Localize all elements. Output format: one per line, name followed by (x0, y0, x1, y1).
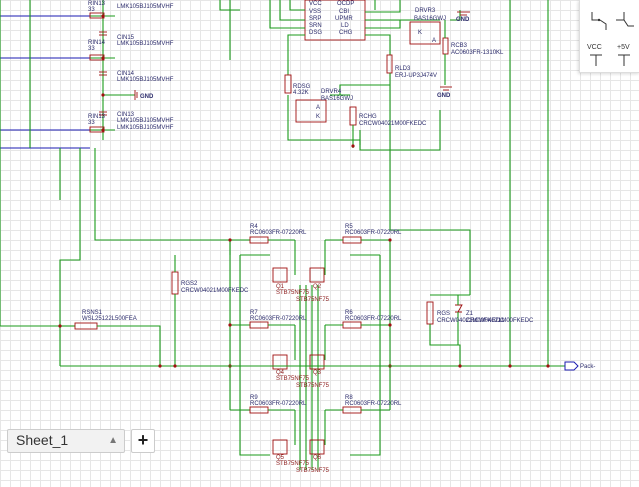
vcc-label: VCC (587, 44, 602, 51)
ic-pin: SRN (309, 23, 322, 29)
pack-minus-label: Pack- (580, 364, 595, 370)
mosfet-part: STB75NF75 (296, 468, 330, 474)
ic-pin: DSG (309, 30, 322, 36)
rchg-ref: RCHG (359, 114, 377, 120)
resistor-part: RC0603FR-07220RL (345, 230, 402, 236)
rgs-part: CRCW04021M00FKEDC (437, 318, 505, 324)
ic-pin: UPMR (335, 16, 353, 22)
plus5v-label: +5V (617, 44, 630, 51)
cap-part-label: LMK105BJ105MVHF (117, 77, 174, 83)
ground-symbol-button[interactable] (612, 8, 638, 34)
ic-pin: OCDP (337, 1, 354, 7)
resistor-part: RC0603FR-07220RL (345, 401, 402, 407)
resistor-ref: R4 (250, 224, 258, 230)
mosfet-ref: Q1 (276, 284, 285, 290)
cap-ref-label: CIN13 (117, 112, 135, 118)
mosfet-ref: Q3 (313, 370, 322, 376)
resistor-ref: R9 (250, 395, 258, 401)
gnd-label: GND (456, 17, 470, 23)
drvr3-ref: DRVR3 (415, 8, 436, 14)
switch-icon (591, 12, 607, 30)
cap-val-label: 33 (88, 46, 95, 52)
sheet-tab[interactable]: Sheet_1 ▲ (7, 429, 125, 453)
mosfet-part: STB75NF75 (276, 290, 310, 296)
mosfet-part: STB75NF75 (276, 461, 310, 467)
vcc-icon (590, 54, 602, 66)
z1-part: CRCW04021M00FKEDC (466, 318, 534, 324)
mosfet-ref: Q2 (313, 284, 322, 290)
mosfet-ref: Q4 (276, 370, 285, 376)
cap-ref-label: CIN14 (117, 71, 135, 77)
rsns1-part: WSL25122L500FEA (82, 316, 137, 322)
rgs2-ref: RGS2 (181, 281, 198, 287)
ground-icon (616, 12, 634, 27)
z1-ref: Z1 (466, 311, 474, 317)
rgs-ref: RGS (437, 311, 450, 317)
plus5v-icon (618, 54, 630, 66)
drvr3-k: K (418, 30, 422, 36)
mosfet-ref: Q6 (313, 455, 322, 461)
drvr4-part: BAS16GWJ (321, 96, 353, 102)
drvr3-a: A (432, 38, 436, 44)
rgs2-part: CRCW04021M00FKEDC (181, 288, 249, 294)
mosfet-part: STB75NF75 (296, 297, 330, 303)
mosfet-part: STB75NF75 (296, 383, 330, 389)
resistor-ref: R6 (345, 310, 353, 316)
rdsg-val: 4.32K (293, 90, 309, 96)
add-sheet-button[interactable]: + (131, 429, 155, 453)
rsns1-ref: RSNS1 (82, 310, 103, 316)
switch-symbol-button[interactable] (584, 8, 610, 34)
vcc-symbol-button[interactable]: VCC (584, 42, 610, 68)
ic-pin: CHG (339, 30, 353, 36)
drvr4-a: A (316, 105, 320, 111)
gnd-label: GND (437, 93, 451, 99)
resistor-ref: R5 (345, 224, 353, 230)
chevron-up-icon[interactable]: ▲ (108, 435, 118, 446)
plus5v-symbol-button[interactable]: +5V (612, 42, 638, 68)
ic-pin: SRP (309, 16, 321, 22)
mosfet-ref: Q5 (276, 455, 285, 461)
pack-minus-port[interactable] (564, 361, 579, 371)
cap-part-label: LMK105BJ105MVHF (117, 118, 174, 124)
cap-part-label: LMK105BJ105MVHF (117, 125, 174, 131)
resistor-ref: R8 (345, 395, 353, 401)
resistor-part: RC0603FR-07220RL (250, 316, 307, 322)
cap-ref-label: CIN15 (117, 35, 135, 41)
ic-pin: VSS (309, 9, 321, 15)
rcb3-part: AC0603FR-1310KL (451, 50, 504, 56)
drvr4-k: K (316, 114, 320, 120)
cap-part-label: LMK105BJ105MVHF (117, 41, 174, 47)
gnd-label: GND (140, 94, 154, 100)
drvr3-part: BAS16GWJ (414, 16, 446, 22)
rchg-part: CRCW04021M00FKEDC (359, 121, 427, 127)
rcb3-ref: RCB3 (451, 43, 468, 49)
rld3-ref: RLD3 (395, 66, 411, 72)
mosfet-part: STB75NF75 (276, 376, 310, 382)
cap-ref-label: RIN14 (88, 40, 106, 46)
cap-val-label: 33 (88, 7, 95, 13)
resistor-part: RC0603FR-07220RL (345, 316, 402, 322)
cap-ref-label: RIN13 (88, 114, 106, 120)
resistor-ref: R7 (250, 310, 258, 316)
rld3-part: ERJ-UP3J474V (395, 73, 437, 79)
resistor-part: RC0603FR-07220RL (250, 230, 307, 236)
resistor-part: RC0603FR-07220RL (250, 401, 307, 407)
power-symbol-toolbox: VCC +5V (579, 0, 639, 73)
rdsg-ref: RDSG (293, 84, 311, 90)
cap-part-label: LMK105BJ105MVHF (117, 4, 174, 10)
ic-pin: CBI (339, 9, 349, 15)
ic-pin: VCC (309, 1, 322, 7)
cap-val-label: 33 (88, 120, 95, 126)
cap-ref-label: RIN13 (88, 1, 106, 7)
drvr4-ref: DRVR4 (321, 89, 342, 95)
sheet-tab-label: Sheet_1 (16, 432, 69, 448)
ic-pin: LD (341, 23, 349, 29)
